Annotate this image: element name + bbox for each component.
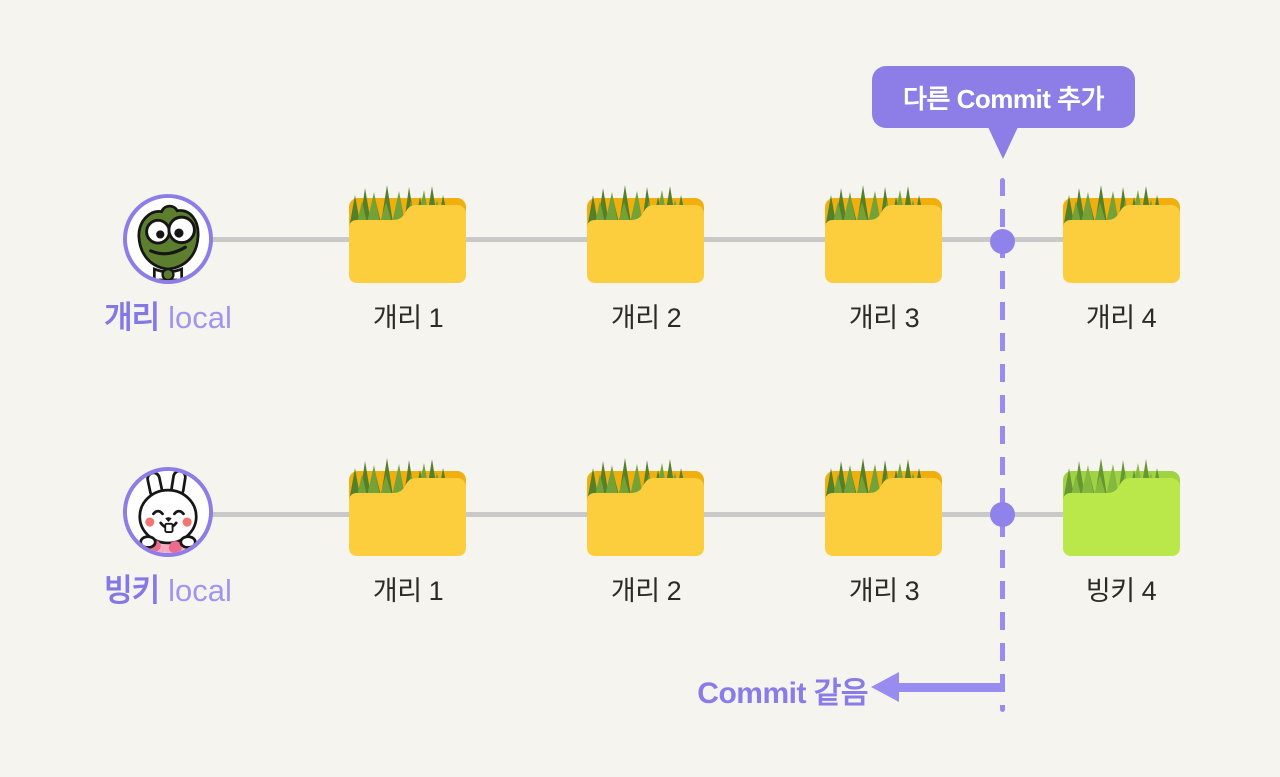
commit-same-label: Commit 같음	[697, 677, 868, 710]
commit-label: 개리 2	[610, 576, 682, 606]
commit-folder-binky-3	[824, 456, 943, 556]
commit-folder-binky-4	[1062, 456, 1181, 556]
commit-label: 빙키 4	[1085, 576, 1157, 606]
commit-label: 개리 3	[848, 576, 920, 606]
folder-grass-icon	[825, 185, 942, 283]
commit-folder-gary-3	[824, 183, 943, 283]
commit-folder-gary-2	[586, 183, 705, 283]
frog-avatar-icon	[127, 198, 209, 280]
owner-name: 개리	[104, 300, 160, 335]
commit-folder-binky-1	[348, 456, 467, 556]
folder-grass-icon	[349, 185, 466, 283]
commit-label: 개리 2	[610, 303, 682, 333]
commit-label: 개리 3	[848, 303, 920, 333]
gary-avatar	[123, 194, 213, 284]
commit-label: 개리 4	[1085, 303, 1157, 333]
commit-folder-gary-4	[1062, 183, 1181, 283]
folder-grass-icon	[1063, 458, 1180, 556]
speech-bubble-label: 다른 Commit 추가	[903, 83, 1104, 114]
speech-bubble-pointer-icon	[988, 127, 1018, 159]
commit-folder-gary-1	[348, 183, 467, 283]
folder-grass-icon	[349, 458, 466, 556]
speech-bubble: 다른 Commit 추가	[872, 66, 1135, 128]
owner-suffix: local	[168, 573, 232, 608]
folder-grass-icon	[587, 185, 704, 283]
binky-avatar	[123, 467, 213, 557]
folder-grass-icon	[1063, 185, 1180, 283]
commit-folder-binky-2	[586, 456, 705, 556]
owner-suffix: local	[168, 300, 232, 335]
left-arrow-shaft	[897, 683, 1004, 692]
commit-point-dot	[990, 229, 1015, 254]
commit-label: 개리 1	[372, 576, 444, 606]
dashed-divider-line	[1000, 178, 1005, 712]
left-arrow-icon	[871, 672, 899, 702]
folder-grass-icon	[587, 458, 704, 556]
rabbit-avatar-icon	[127, 471, 209, 553]
commit-point-dot	[990, 502, 1015, 527]
owner-name: 빙키	[104, 573, 160, 608]
folder-grass-icon	[825, 458, 942, 556]
commit-label: 개리 1	[372, 303, 444, 333]
